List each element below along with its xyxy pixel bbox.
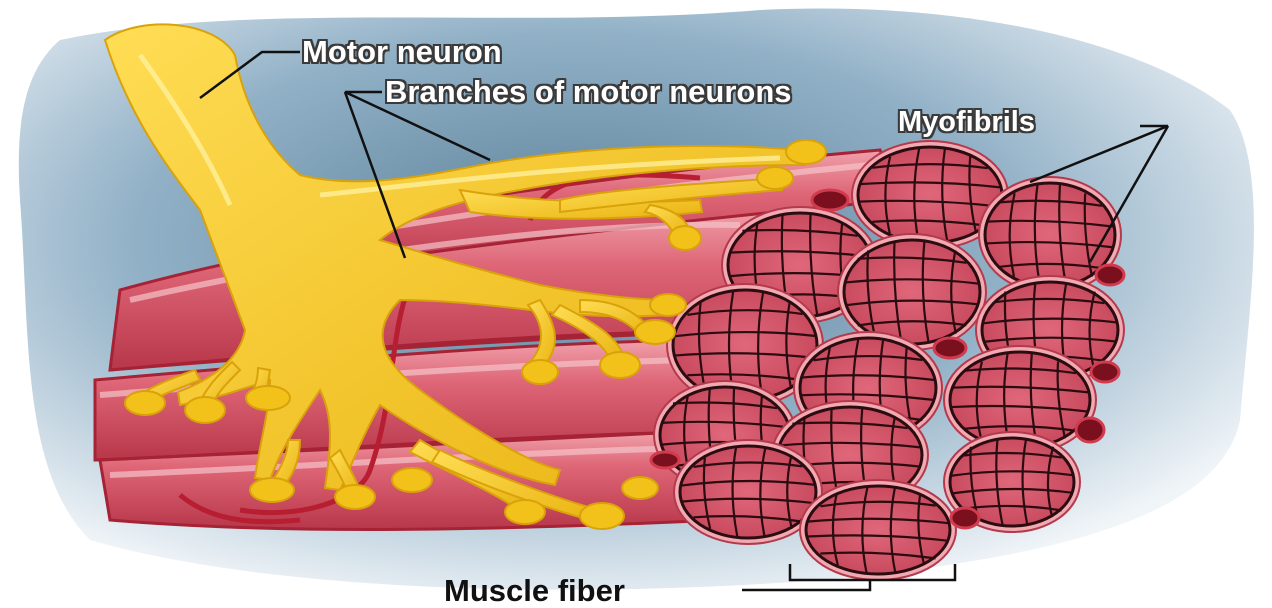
synaptic-terminal <box>392 468 432 492</box>
synaptic-terminal <box>757 167 793 189</box>
synaptic-terminal <box>635 320 675 344</box>
synaptic-terminal <box>335 485 375 509</box>
blood-vessel-opening <box>812 190 848 210</box>
synaptic-terminal <box>669 226 701 250</box>
synaptic-terminal <box>246 386 290 410</box>
blood-vessel-opening <box>1096 265 1124 285</box>
synaptic-terminal <box>580 503 624 529</box>
label-branches-of-motor-neurons: Branches of motor neurons <box>385 76 792 107</box>
synaptic-terminal <box>600 352 640 378</box>
synaptic-terminal <box>505 500 545 524</box>
blood-vessel-opening <box>1091 362 1119 382</box>
label-motor-neuron: Motor neuron <box>302 36 502 67</box>
synaptic-terminal <box>125 391 165 415</box>
muscle-fiber-cross-section <box>806 486 950 574</box>
synaptic-terminal <box>522 360 558 384</box>
label-muscle-fiber: Muscle fiber <box>444 575 625 606</box>
muscle-fiber-cross-section <box>844 240 980 344</box>
blood-vessel-opening <box>934 338 966 358</box>
synaptic-terminal <box>622 477 658 499</box>
blood-vessel-opening <box>951 508 979 528</box>
blood-vessel-opening <box>1076 418 1104 442</box>
synaptic-terminal <box>185 397 225 423</box>
synaptic-terminal <box>650 294 686 316</box>
synaptic-terminal <box>250 478 294 502</box>
synaptic-terminal <box>786 140 826 164</box>
label-myofibrils: Myofibrils <box>898 108 1035 137</box>
muscle-fiber-cross-section <box>680 446 816 538</box>
blood-vessel-opening <box>651 452 679 468</box>
